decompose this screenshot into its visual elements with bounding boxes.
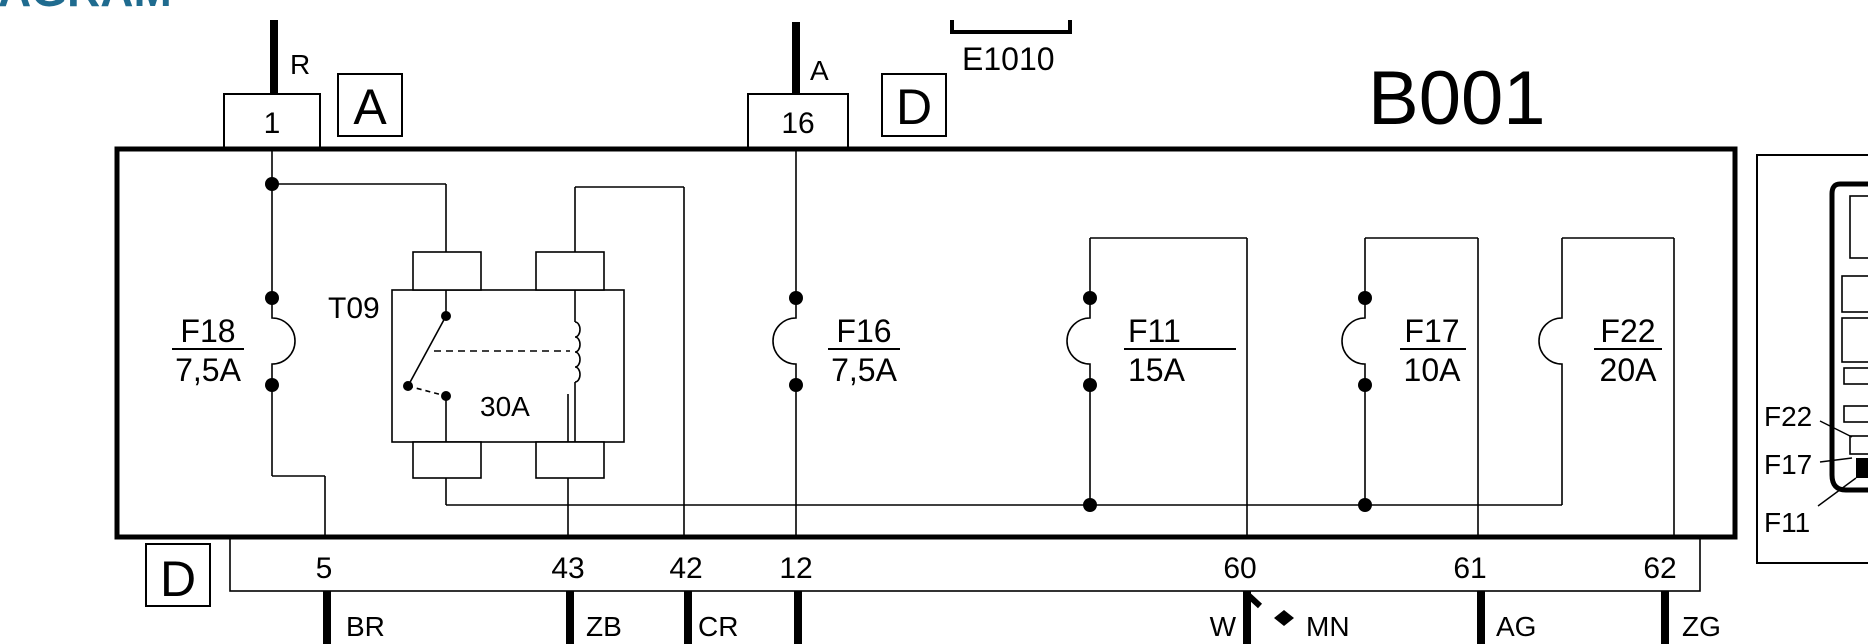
bottom-connector: D bbox=[145, 536, 1701, 607]
connector-letter: A bbox=[353, 79, 387, 135]
fuse-f16-label: F16 7,5A bbox=[828, 313, 900, 388]
diagram-heading: AGRAM bbox=[0, 0, 172, 16]
pin-number: 62 bbox=[1643, 552, 1676, 585]
fuse-rating: 10A bbox=[1404, 352, 1462, 388]
splice-marker bbox=[1274, 610, 1294, 626]
wire-color-label: AG bbox=[1496, 611, 1536, 642]
wire-color-label: CR bbox=[698, 611, 738, 642]
fuse-name: F11 bbox=[1128, 313, 1181, 349]
fuse-name: F22 bbox=[1600, 313, 1655, 349]
wire-color-label: R bbox=[290, 49, 310, 80]
fuse-rating: 20A bbox=[1600, 352, 1658, 388]
wire-color-label: MN bbox=[1306, 611, 1350, 642]
relay-rating: 30A bbox=[480, 391, 530, 422]
pin-number: 42 bbox=[669, 552, 702, 585]
locator-label: F11 bbox=[1764, 507, 1810, 538]
fuse-rating: 7,5A bbox=[175, 352, 241, 388]
fuse-f22-symbol bbox=[1538, 298, 1563, 385]
fuse-symbols bbox=[271, 298, 1563, 385]
bottom-pin-labels: 5 43 42 12 60 61 62 bbox=[316, 552, 1677, 585]
connector-letter: D bbox=[160, 551, 196, 607]
wire-color-label: ZB bbox=[586, 611, 622, 642]
relay-name: T09 bbox=[328, 292, 380, 325]
locator-label: F17 bbox=[1764, 449, 1812, 480]
top-connector-16: A 16 D bbox=[747, 22, 947, 150]
wire-color-label: BR bbox=[346, 611, 385, 642]
top-connector-1: R 1 A bbox=[223, 20, 403, 150]
pin-number: 5 bbox=[316, 552, 333, 585]
locator-label: F22 bbox=[1764, 401, 1812, 432]
wire-color-label: ZG bbox=[1682, 611, 1721, 642]
pin-number: 12 bbox=[779, 552, 812, 585]
pin-number: 61 bbox=[1453, 552, 1486, 585]
fuse-rating: 15A bbox=[1128, 352, 1186, 388]
bottom-wire-labels: BR ZB CR W MN AG ZG bbox=[346, 611, 1721, 642]
fuse-name: F16 bbox=[836, 313, 891, 349]
fuse-f18-symbol bbox=[271, 298, 296, 385]
fuse-name: F17 bbox=[1404, 313, 1459, 349]
fuse-f11-label: F11 15A bbox=[1124, 313, 1236, 388]
relay-contact-arm bbox=[407, 315, 447, 387]
fuse-name: F18 bbox=[180, 313, 235, 349]
splice-arrow bbox=[1244, 591, 1263, 609]
wire-color-label: W bbox=[1210, 611, 1237, 642]
fuse-rating: 7,5A bbox=[831, 352, 897, 388]
connector-letter: D bbox=[896, 79, 932, 135]
fuse-f17-label: F17 10A bbox=[1400, 313, 1466, 388]
fuse-f17-symbol bbox=[1341, 298, 1366, 385]
fuse-f18-label: F18 7,5A bbox=[172, 313, 244, 388]
bottom-wires bbox=[323, 591, 1669, 644]
fuse-f11-symbol bbox=[1066, 298, 1091, 385]
pin-number: 1 bbox=[264, 107, 281, 140]
relay-t09: T09 30A bbox=[328, 251, 625, 479]
pin-number: 16 bbox=[781, 107, 814, 140]
wire-color-label: A bbox=[810, 55, 829, 86]
fuse-box-locator: F22 F17 F11 bbox=[1756, 154, 1868, 564]
fuse-f22-label: F22 20A bbox=[1594, 313, 1662, 388]
module-title: B001 bbox=[1368, 56, 1546, 141]
reference-label: E1010 bbox=[962, 41, 1055, 77]
fuse-f16-symbol bbox=[772, 298, 797, 385]
module-box bbox=[114, 146, 1738, 540]
relay-coil bbox=[574, 321, 581, 383]
pin-number: 43 bbox=[551, 552, 584, 585]
reference-bracket: E1010 bbox=[950, 20, 1072, 77]
pin-number: 60 bbox=[1223, 552, 1256, 585]
internal-wiring bbox=[271, 149, 1675, 537]
